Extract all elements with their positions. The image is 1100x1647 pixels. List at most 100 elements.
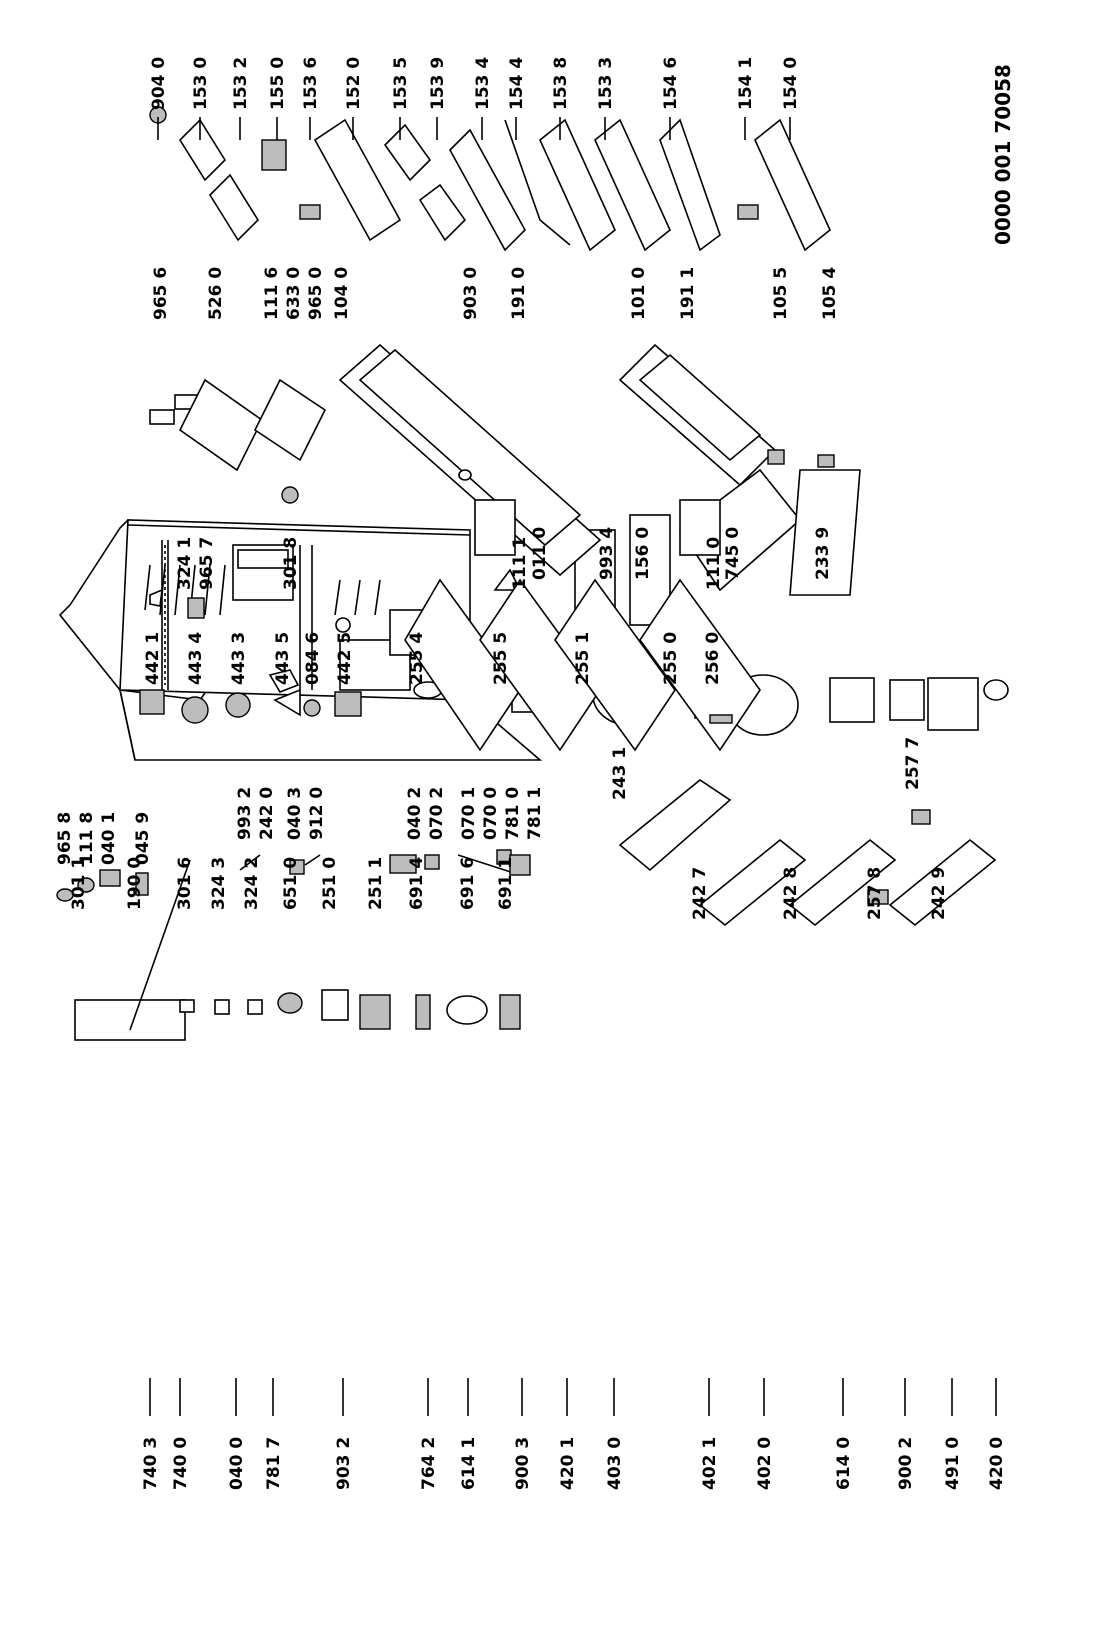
part-label: 156 0 xyxy=(633,527,653,580)
part-label: 251 1 xyxy=(366,857,386,910)
part-label: 111 8 xyxy=(77,812,97,865)
part-label: 255 0 xyxy=(661,632,681,685)
part-label: 691 4 xyxy=(407,857,427,910)
part-label: 745 0 xyxy=(723,527,743,580)
part-label: 301 8 xyxy=(281,537,301,590)
part-drawings xyxy=(56,106,1009,1041)
part-label: 191 0 xyxy=(509,267,529,320)
labels-column3: 301 1 190 0 301 6 324 3 324 2 651 0 251 … xyxy=(69,737,949,920)
part-label: 904 0 xyxy=(149,57,169,110)
part-label: 070 1 xyxy=(459,787,479,840)
part-label: 190 0 xyxy=(125,857,145,910)
part-label: 243 1 xyxy=(610,747,630,800)
part-label: 153 9 xyxy=(428,57,448,110)
part-label: 154 1 xyxy=(736,57,756,110)
part-label: 153 2 xyxy=(231,57,251,110)
part-label: 993 2 xyxy=(235,787,255,840)
part-label: 154 0 xyxy=(781,57,801,110)
part-label: 111 1 xyxy=(510,537,530,590)
document-number: 0000 001 70058 xyxy=(991,64,1015,245)
part-label: 105 5 xyxy=(771,267,791,320)
labels-column4: 442 1 443 4 443 3 443 5 084 6 442 5 255 … xyxy=(143,632,723,685)
labels-column2: 965 8 111 8 040 1 045 9 993 2 242 0 040 … xyxy=(55,527,833,865)
part-label: 903 2 xyxy=(334,1437,354,1490)
part-label: 040 2 xyxy=(405,787,425,840)
part-label: 045 9 xyxy=(133,812,153,865)
part-label: 442 5 xyxy=(335,632,355,685)
part-label: 903 0 xyxy=(461,267,481,320)
part-label: 155 0 xyxy=(268,57,288,110)
part-label: 402 1 xyxy=(700,1437,720,1490)
part-label: 324 1 xyxy=(175,537,195,590)
part-label: 900 2 xyxy=(896,1437,916,1490)
part-label: 764 2 xyxy=(419,1437,439,1490)
part-label: 900 3 xyxy=(513,1437,533,1490)
part-label: 153 8 xyxy=(551,57,571,110)
part-label: 040 1 xyxy=(99,812,119,865)
part-label: 420 0 xyxy=(987,1437,1007,1490)
labels-column6: 904 0 153 0 153 2 155 0 153 6 152 0 153 … xyxy=(149,57,801,110)
part-label: 255 1 xyxy=(573,632,593,685)
part-label: 965 7 xyxy=(197,537,217,590)
part-label: 255 5 xyxy=(491,632,511,685)
part-label: 740 3 xyxy=(141,1437,161,1490)
part-label: 301 1 xyxy=(69,857,89,910)
part-label: 614 1 xyxy=(459,1437,479,1490)
part-label: 324 3 xyxy=(209,857,229,910)
part-label: 011 0 xyxy=(530,527,550,580)
part-label: 403 0 xyxy=(605,1437,625,1490)
part-label: 101 0 xyxy=(629,267,649,320)
part-label: 691 1 xyxy=(496,857,516,910)
part-label: 257 8 xyxy=(865,867,885,920)
part-label: 152 0 xyxy=(344,57,364,110)
part-label: 256 0 xyxy=(703,632,723,685)
part-label: 040 0 xyxy=(227,1437,247,1490)
labels-column5: 324 1 965 7 301 8 111 1 111 0 965 6 526 … xyxy=(151,267,840,590)
part-label: 154 4 xyxy=(507,57,527,110)
part-label: 084 6 xyxy=(303,632,323,685)
part-label: 070 2 xyxy=(427,787,447,840)
part-label: 040 3 xyxy=(285,787,305,840)
part-label: 420 1 xyxy=(558,1437,578,1490)
part-label: 153 3 xyxy=(596,57,616,110)
part-label: 442 1 xyxy=(143,632,163,685)
part-label: 965 6 xyxy=(151,267,171,320)
column3-parts-drawing xyxy=(74,779,997,1041)
part-label: 301 6 xyxy=(175,857,195,910)
part-label: 691 6 xyxy=(458,857,478,910)
part-label: 242 9 xyxy=(929,867,949,920)
part-label: 153 5 xyxy=(391,57,411,110)
part-label: 781 1 xyxy=(525,787,545,840)
part-label: 242 0 xyxy=(257,787,277,840)
part-label: 614 0 xyxy=(834,1437,854,1490)
part-label: 242 7 xyxy=(690,867,710,920)
part-label: 965 0 xyxy=(306,267,326,320)
part-label: 111 6 xyxy=(262,267,282,320)
part-label: 251 0 xyxy=(320,857,340,910)
part-label: 402 0 xyxy=(755,1437,775,1490)
labels-bottom-row: 740 3 740 0 040 0 781 7 903 2 764 2 614 … xyxy=(141,1437,1007,1490)
column6-parts-drawing xyxy=(149,106,831,252)
part-label: 153 6 xyxy=(301,57,321,110)
part-label: 153 4 xyxy=(473,57,493,110)
part-label: 443 5 xyxy=(273,632,293,685)
part-label: 324 2 xyxy=(242,857,262,910)
part-label: 191 1 xyxy=(678,267,698,320)
part-label: 111 0 xyxy=(704,537,724,590)
part-label: 912 0 xyxy=(307,787,327,840)
part-label: 781 7 xyxy=(264,1437,284,1490)
part-label: 255 4 xyxy=(407,632,427,685)
part-label: 154 6 xyxy=(661,57,681,110)
part-label: 105 4 xyxy=(820,267,840,320)
part-label: 965 8 xyxy=(55,812,75,865)
part-label: 257 7 xyxy=(903,737,923,790)
part-label: 633 0 xyxy=(284,267,304,320)
leader-lines xyxy=(149,117,997,1416)
part-label: 443 4 xyxy=(186,632,206,685)
part-label: 740 0 xyxy=(171,1437,191,1490)
part-label: 526 0 xyxy=(206,267,226,320)
part-label: 153 0 xyxy=(191,57,211,110)
part-label: 104 0 xyxy=(332,267,352,320)
part-label: 781 0 xyxy=(503,787,523,840)
